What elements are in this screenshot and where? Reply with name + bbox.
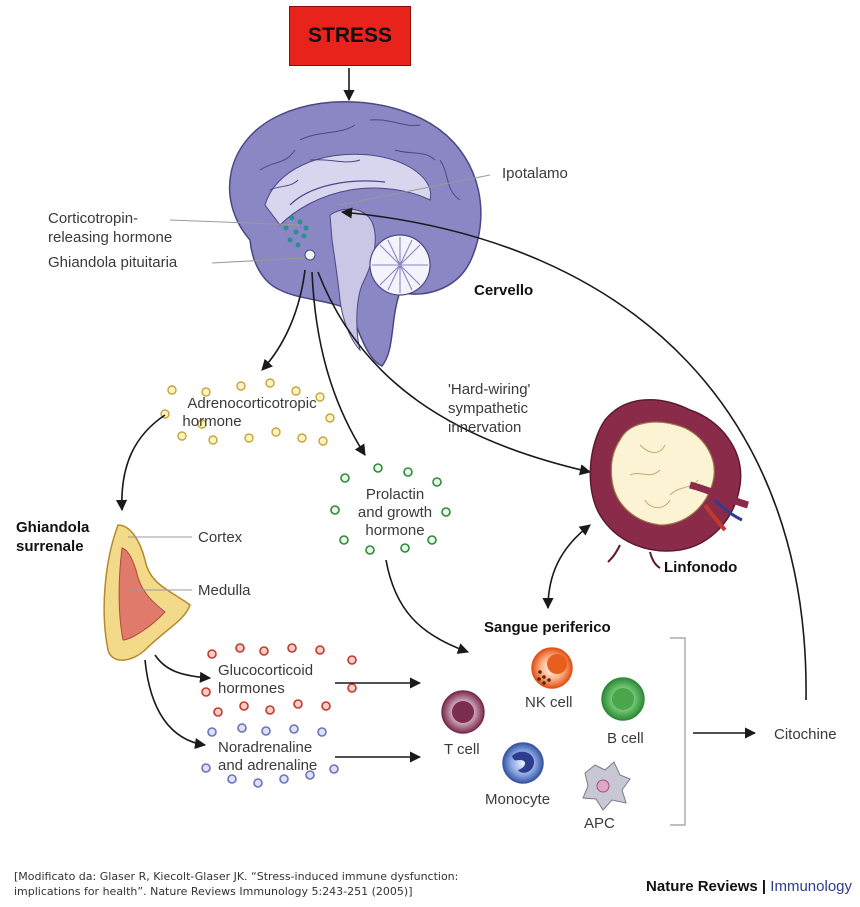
ipotalamo-leader [339, 174, 491, 206]
prolactin-to-blood-arrow [385, 559, 470, 654]
linfonodo-label: Linfonodo [664, 559, 738, 576]
prolactin-label-line1: Prolactin [365, 486, 425, 503]
journal-logo: Nature Reviews | Immunology [646, 878, 852, 895]
acth-dots [160, 378, 335, 446]
bcell-label: B cell [607, 730, 644, 747]
brain-illustration [228, 101, 482, 367]
b-cell-graphic [601, 677, 645, 721]
crh-dots [283, 215, 309, 248]
surrenale-label-line2: surrenale [16, 538, 84, 555]
adrenal-to-nora-arrow [144, 659, 207, 750]
monocyte-label: Monocyte [485, 791, 551, 808]
apc-graphic [582, 761, 631, 811]
nora-label-line1: Noradrenaline [218, 739, 313, 756]
gluco-dots [201, 643, 357, 717]
hardwiring-label-line2: sympathetic [448, 400, 529, 417]
apc-label: APC [584, 815, 615, 832]
cytokine-feedback-arrow [340, 207, 807, 701]
pituitaria-label: Ghiandola pituitaria [48, 254, 178, 271]
prolactin-label-line2: and growth [357, 504, 433, 521]
lymph-node [589, 399, 749, 569]
sympathetic-innervation-arrow [317, 271, 592, 476]
nora-label-line2: and adrenaline [218, 757, 318, 774]
pituitary-to-acth-arrow [261, 269, 306, 371]
gluco-label-line1: Glucocorticoid [218, 662, 314, 679]
t-cell-graphic [441, 690, 485, 734]
stress-box: STRESS [289, 6, 411, 66]
crh-leader [169, 219, 301, 226]
lymph-blood-arrow [542, 524, 591, 610]
cortex-label: Cortex [198, 529, 243, 546]
nora-dots [201, 723, 339, 788]
hardwiring-label-line3: innervation [448, 419, 522, 436]
blood-cells-bracket [670, 637, 686, 826]
crh-label-line1: Corticotropin- [48, 210, 139, 227]
stress-label: STRESS [307, 24, 393, 47]
crh-label-line2: releasing hormone [48, 229, 173, 246]
tcell-label: T cell [444, 741, 480, 758]
nkcell-label: NK cell [525, 694, 573, 711]
citochine-label: Citochine [774, 726, 837, 743]
ipotalamo-label: Ipotalamo [502, 165, 568, 182]
surrenale-label-line1: Ghiandola [16, 519, 90, 536]
adrenal-gland [103, 524, 191, 661]
logo-part2: Immunology [770, 878, 852, 895]
acth-label-line2: hormone [182, 413, 242, 430]
hardwiring-label-line1: 'Hard-wiring' [448, 381, 531, 398]
pituitaria-leader [211, 257, 306, 264]
cervello-label: Cervello [474, 282, 534, 299]
adrenal-to-gluco-arrow [154, 654, 212, 683]
sangue-label: Sangue periferico [484, 619, 611, 636]
prolactin-dots [330, 463, 451, 555]
nk-cell-graphic [531, 647, 573, 689]
gluco-label-line2: hormones [218, 680, 285, 697]
logo-part1: Nature Reviews [646, 878, 758, 895]
prolactin-label-line3: hormone [365, 522, 425, 539]
acth-to-adrenal-arrow [115, 414, 166, 512]
citation-text: [Modificato da: Glaser R, Kiecolt-Glaser… [14, 870, 459, 898]
medulla-label: Medulla [198, 582, 251, 599]
acth-label-line1: Adrenocorticotropic [187, 395, 317, 412]
monocyte-graphic [502, 742, 544, 784]
pituitary-to-prolactin-arrow [311, 271, 366, 456]
logo-separator: | [761, 878, 767, 895]
